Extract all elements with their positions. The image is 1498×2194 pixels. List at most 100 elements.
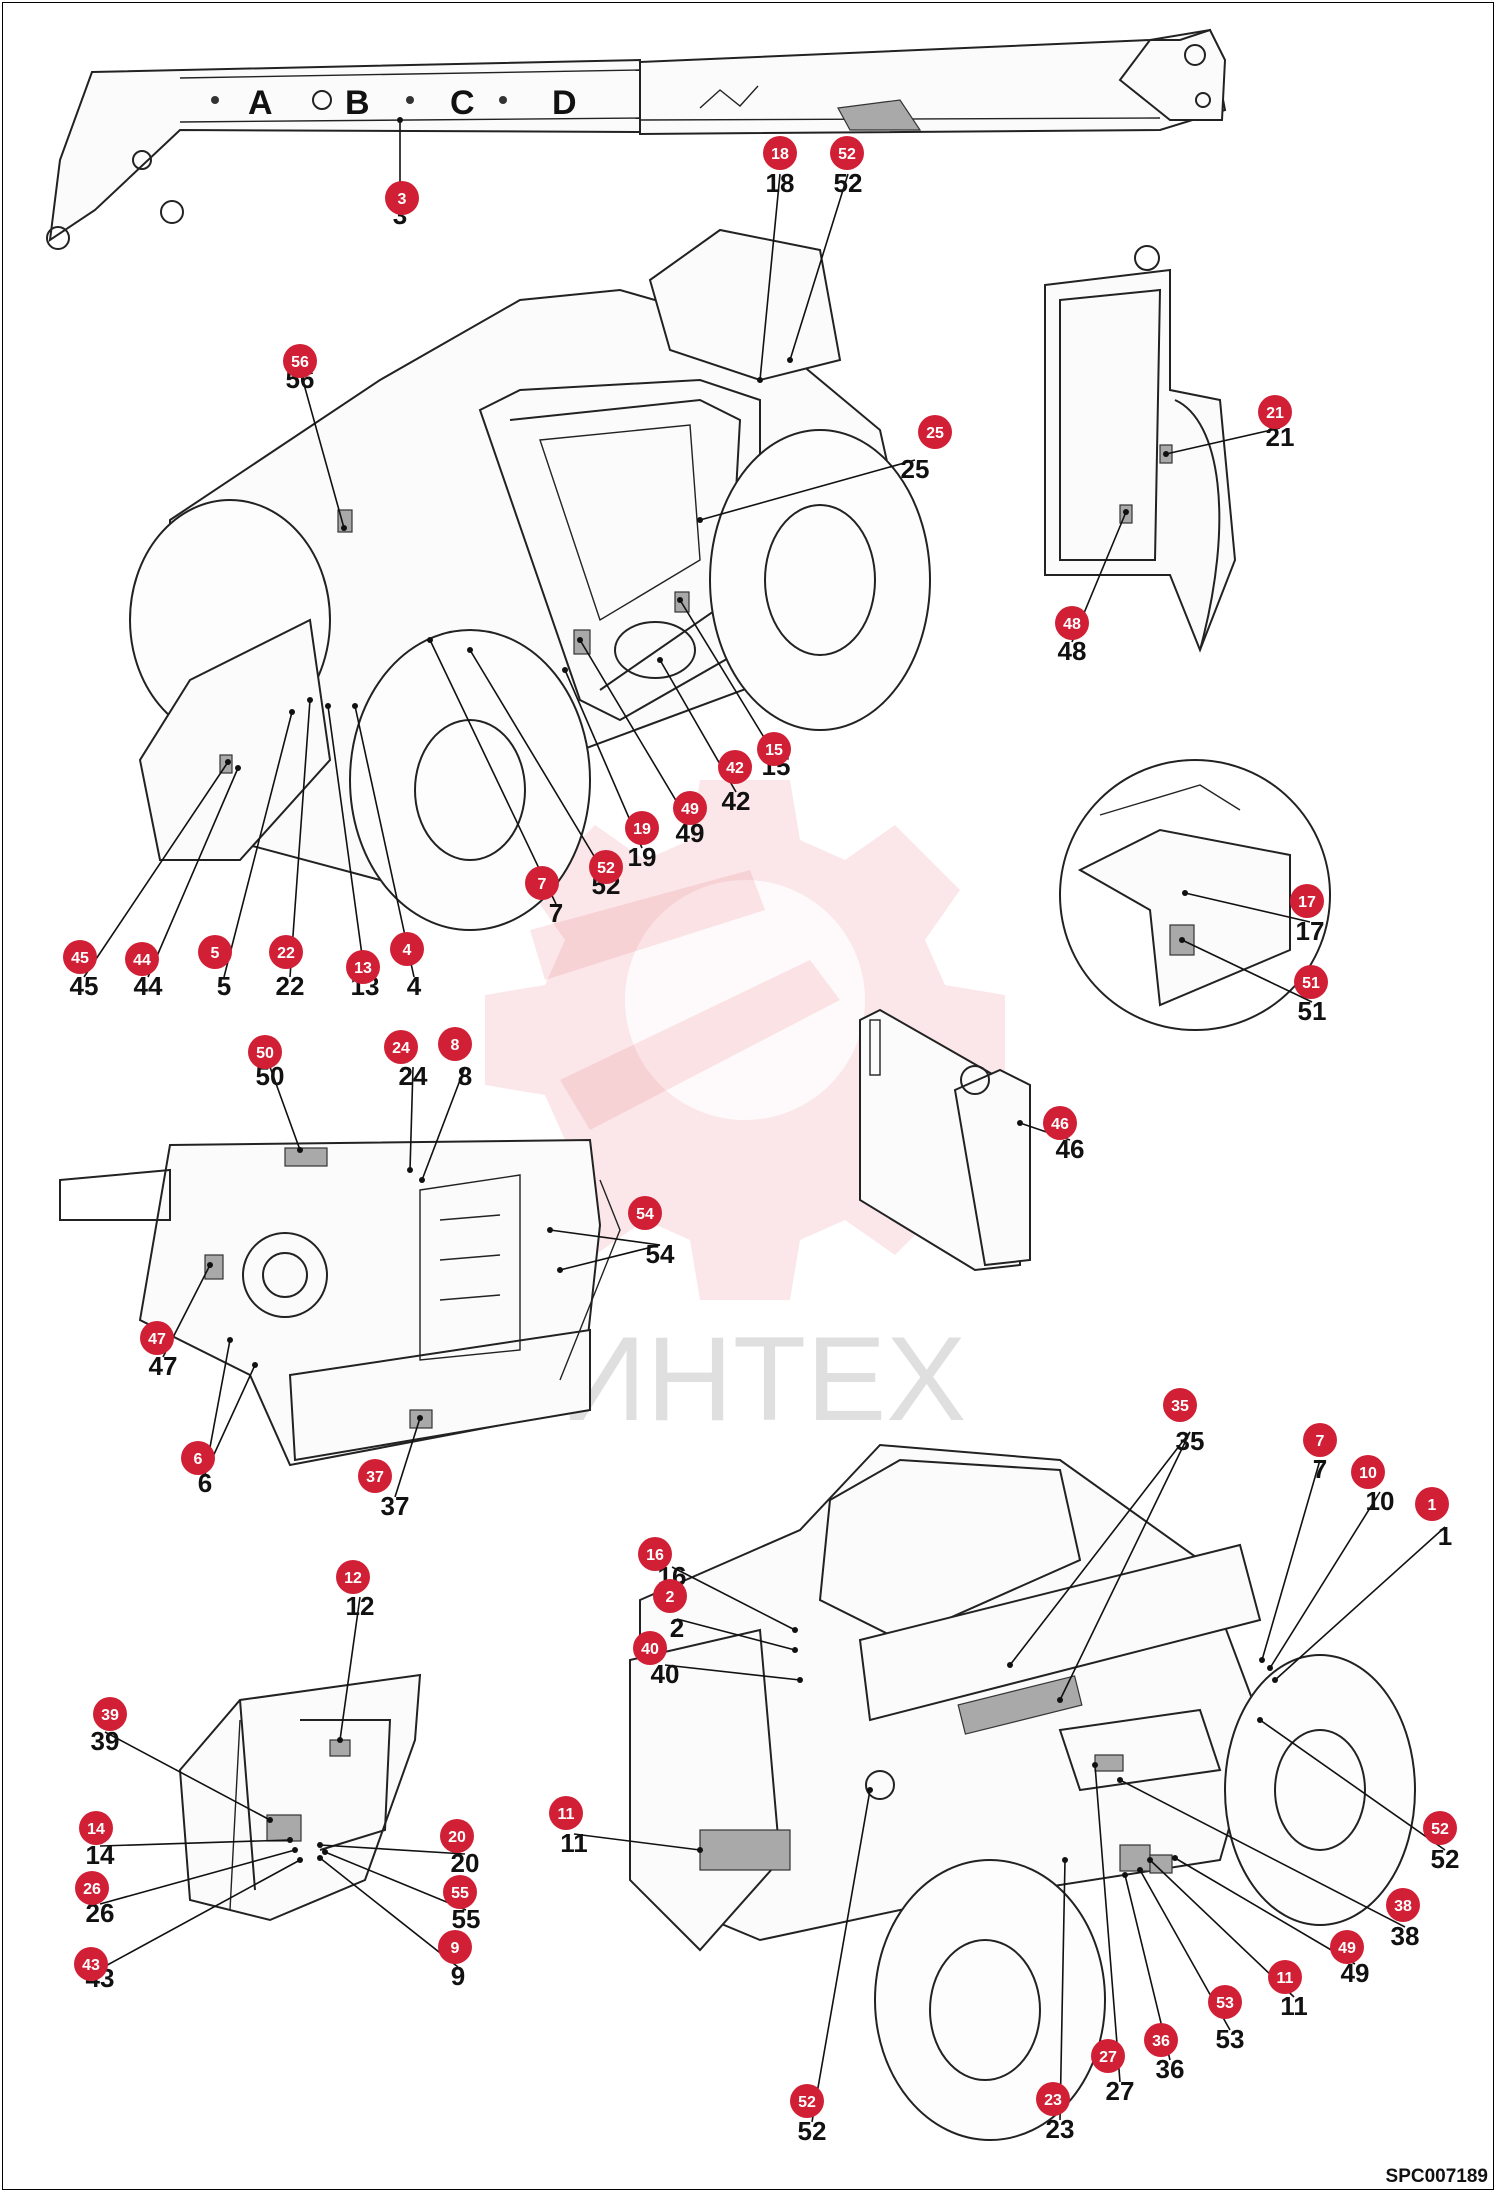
callout-number: 47: [148, 1331, 166, 1348]
leader-line-1: [1274, 1526, 1446, 1681]
leader-line-35: [1009, 1431, 1191, 1666]
callout-number: 26: [83, 1881, 101, 1898]
callout-number: 12: [344, 1570, 362, 1587]
callout-number: 44: [133, 952, 151, 969]
leader-dot-50: [297, 1147, 303, 1153]
callout-label: 2: [670, 1613, 684, 1643]
boom-letter-d: D: [552, 84, 577, 122]
callout-marker: [763, 136, 797, 170]
callout-marker: [1036, 2082, 1070, 2116]
callout-label: 12: [346, 1591, 375, 1621]
callout-marker: [443, 1875, 477, 1909]
leader-dot-52: [787, 357, 793, 363]
callout-label: 53: [1216, 2024, 1245, 2054]
leader-dot-10: [1267, 1665, 1273, 1671]
callout-number: 10: [1359, 1465, 1377, 1482]
machine-view-rear: [629, 1443, 1416, 2141]
callout-label: 18: [766, 168, 795, 198]
leader-line-56: [299, 369, 345, 529]
leader-dot-38: [1117, 1777, 1123, 1783]
boom-letter-b: B: [345, 84, 370, 122]
callout-label: 52: [1431, 1844, 1460, 1874]
leader-dot-42: [657, 657, 663, 663]
leader-line-22: [289, 699, 311, 978]
callout-marker: [718, 750, 752, 784]
leader-dot-2: [792, 1647, 798, 1653]
callout-number: 15: [765, 742, 783, 759]
callout-label: 51: [1298, 996, 1327, 1026]
leader-dot-17: [1182, 890, 1188, 896]
leader-line-52: [469, 649, 607, 877]
leader-dot-7: [1259, 1657, 1265, 1663]
leader-dot-55: [322, 1849, 328, 1855]
leader-dot-25: [697, 517, 703, 523]
callout-number: 2: [666, 1589, 675, 1606]
leader-dot-49: [1172, 1855, 1178, 1861]
callout-number: 36: [1152, 2033, 1170, 2050]
callout-label: 35: [1176, 1426, 1205, 1456]
callout-marker: [438, 1930, 472, 1964]
leader-line-37: [394, 1417, 421, 1498]
callout-5: 55: [198, 935, 232, 1001]
callout-marker: [525, 866, 559, 900]
leader-line-39: [104, 1731, 271, 1821]
callout-label: 17: [1296, 916, 1325, 946]
callout-marker: [125, 942, 159, 976]
leader-line-44: [147, 767, 239, 978]
callout-number: 11: [1277, 1970, 1294, 1987]
callout-label: 25: [901, 454, 930, 484]
callout-label: 52: [834, 168, 863, 198]
callout-label: 11: [1280, 1991, 1308, 2021]
leader-line-17: [1184, 892, 1311, 923]
callout-number: 17: [1298, 894, 1316, 911]
callout-number: 11: [558, 1806, 575, 1823]
callout-7: 77: [525, 866, 563, 928]
callout-number: 51: [1302, 975, 1320, 992]
callout-marker: [1258, 395, 1292, 429]
leader-line-14: [99, 1839, 291, 1847]
callout-label: 5: [217, 971, 231, 1001]
leader-line-50: [269, 1066, 301, 1151]
callout-number: 45: [71, 950, 89, 967]
callout-marker: [638, 1537, 672, 1571]
leader-line-55: [324, 1851, 467, 1911]
callout-number: 5: [211, 945, 220, 962]
callout-marker: [385, 181, 419, 215]
callout-marker: [1423, 1811, 1457, 1845]
callout-label: 22: [276, 971, 305, 1001]
leader-line-54: [549, 1229, 661, 1246]
leader-dot-16: [792, 1627, 798, 1633]
leader-line-7: [429, 639, 557, 905]
callout-marker: [1386, 1888, 1420, 1922]
leader-dot-39: [267, 1817, 273, 1823]
leader-line-35: [1059, 1431, 1191, 1701]
callout-marker: [358, 1459, 392, 1493]
callout-number: 53: [1216, 1995, 1234, 2012]
leader-line-38: [1119, 1779, 1406, 1928]
callout-8: 88: [438, 1027, 472, 1091]
callout-marker: [1055, 606, 1089, 640]
callout-marker: [790, 2084, 824, 2118]
leader-line-27: [1094, 1764, 1121, 2083]
leader-dot-54: [547, 1227, 553, 1233]
callout-number: 7: [538, 876, 547, 893]
leader-dot-27: [1092, 1762, 1098, 1768]
leader-line-10: [1269, 1491, 1381, 1669]
